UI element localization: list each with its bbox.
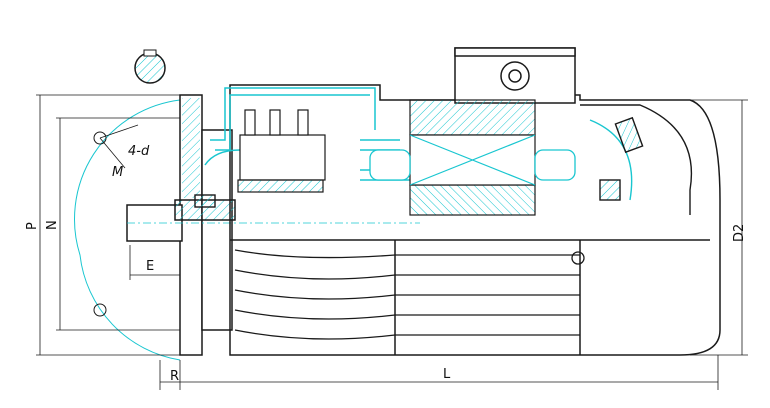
shaft-key-section — [134, 49, 166, 84]
rear-end-shield — [194, 104, 693, 215]
end-windings — [369, 149, 576, 181]
flange-hole-bottom — [93, 303, 107, 317]
dim-label-l: L — [443, 367, 451, 382]
dim-label-d2: D2 — [732, 224, 747, 242]
flange-holes — [93, 124, 139, 317]
flange-hole-top — [93, 131, 107, 145]
dim-label-n: N — [45, 220, 60, 230]
shaft — [126, 199, 420, 242]
dim-e-lines — [129, 245, 181, 280]
stator-core — [409, 99, 536, 216]
dimension-lines-right — [690, 99, 748, 356]
front-flange — [179, 94, 233, 356]
terminal-box — [454, 47, 576, 104]
dim-label-e: E — [146, 259, 154, 274]
flange-bolt-circle — [74, 99, 181, 361]
motor-housing — [229, 84, 721, 356]
dim-label-r: R — [170, 369, 179, 384]
dimension-lines-bottom — [159, 355, 719, 390]
dim-label-m: M — [112, 165, 123, 180]
dimension-lines-left — [36, 94, 180, 356]
dim-label-p: P — [25, 222, 40, 230]
cooling-fins — [234, 249, 585, 340]
terminal-blocks — [237, 109, 326, 193]
dim-label-hole: 4-d — [128, 144, 150, 159]
